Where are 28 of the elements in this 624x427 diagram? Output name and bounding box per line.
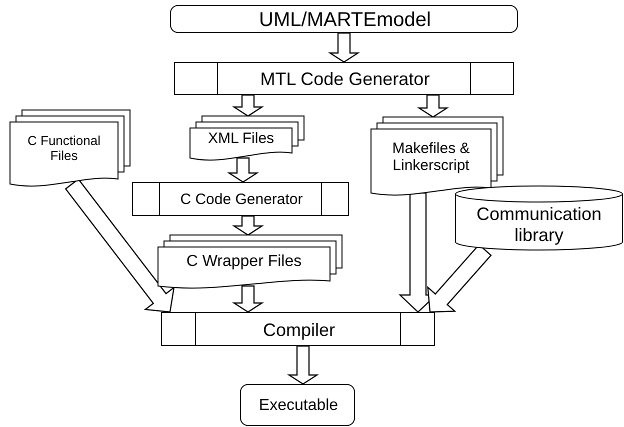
node-label: Executable: [258, 396, 338, 416]
rounded-box: [170, 5, 518, 33]
block-arrow: [286, 345, 320, 385]
node-label: Makefiles & Linkerscript: [391, 140, 471, 174]
block-arrow: [232, 285, 264, 313]
node-label: C Code Generator: [180, 191, 303, 209]
process-box: [161, 312, 435, 346]
document-stack: [158, 235, 342, 286]
node-label: UML/MARTEmodel: [259, 8, 431, 32]
block-arrow: [232, 215, 264, 236]
node-label: C Functional Files: [26, 134, 102, 164]
block-arrow: [416, 94, 450, 118]
rounded-box: [240, 384, 355, 426]
document-stack: [371, 117, 503, 193]
block-arrow: [328, 32, 360, 63]
block-arrow: [64, 178, 175, 313]
document-stack: [10, 110, 130, 184]
block-arrow: [232, 94, 264, 117]
node-label: Communication library: [475, 204, 603, 246]
node-label: C Wrapper Files: [186, 253, 302, 272]
process-box: [132, 182, 349, 216]
process-box: [174, 62, 514, 95]
node-label: Compiler: [262, 320, 336, 340]
block-arrow: [226, 157, 260, 183]
document-stack: [190, 116, 304, 158]
database-cylinder: [455, 186, 623, 250]
node-label: XML Files: [208, 130, 274, 148]
node-label: MTL Code Generator: [260, 69, 430, 90]
